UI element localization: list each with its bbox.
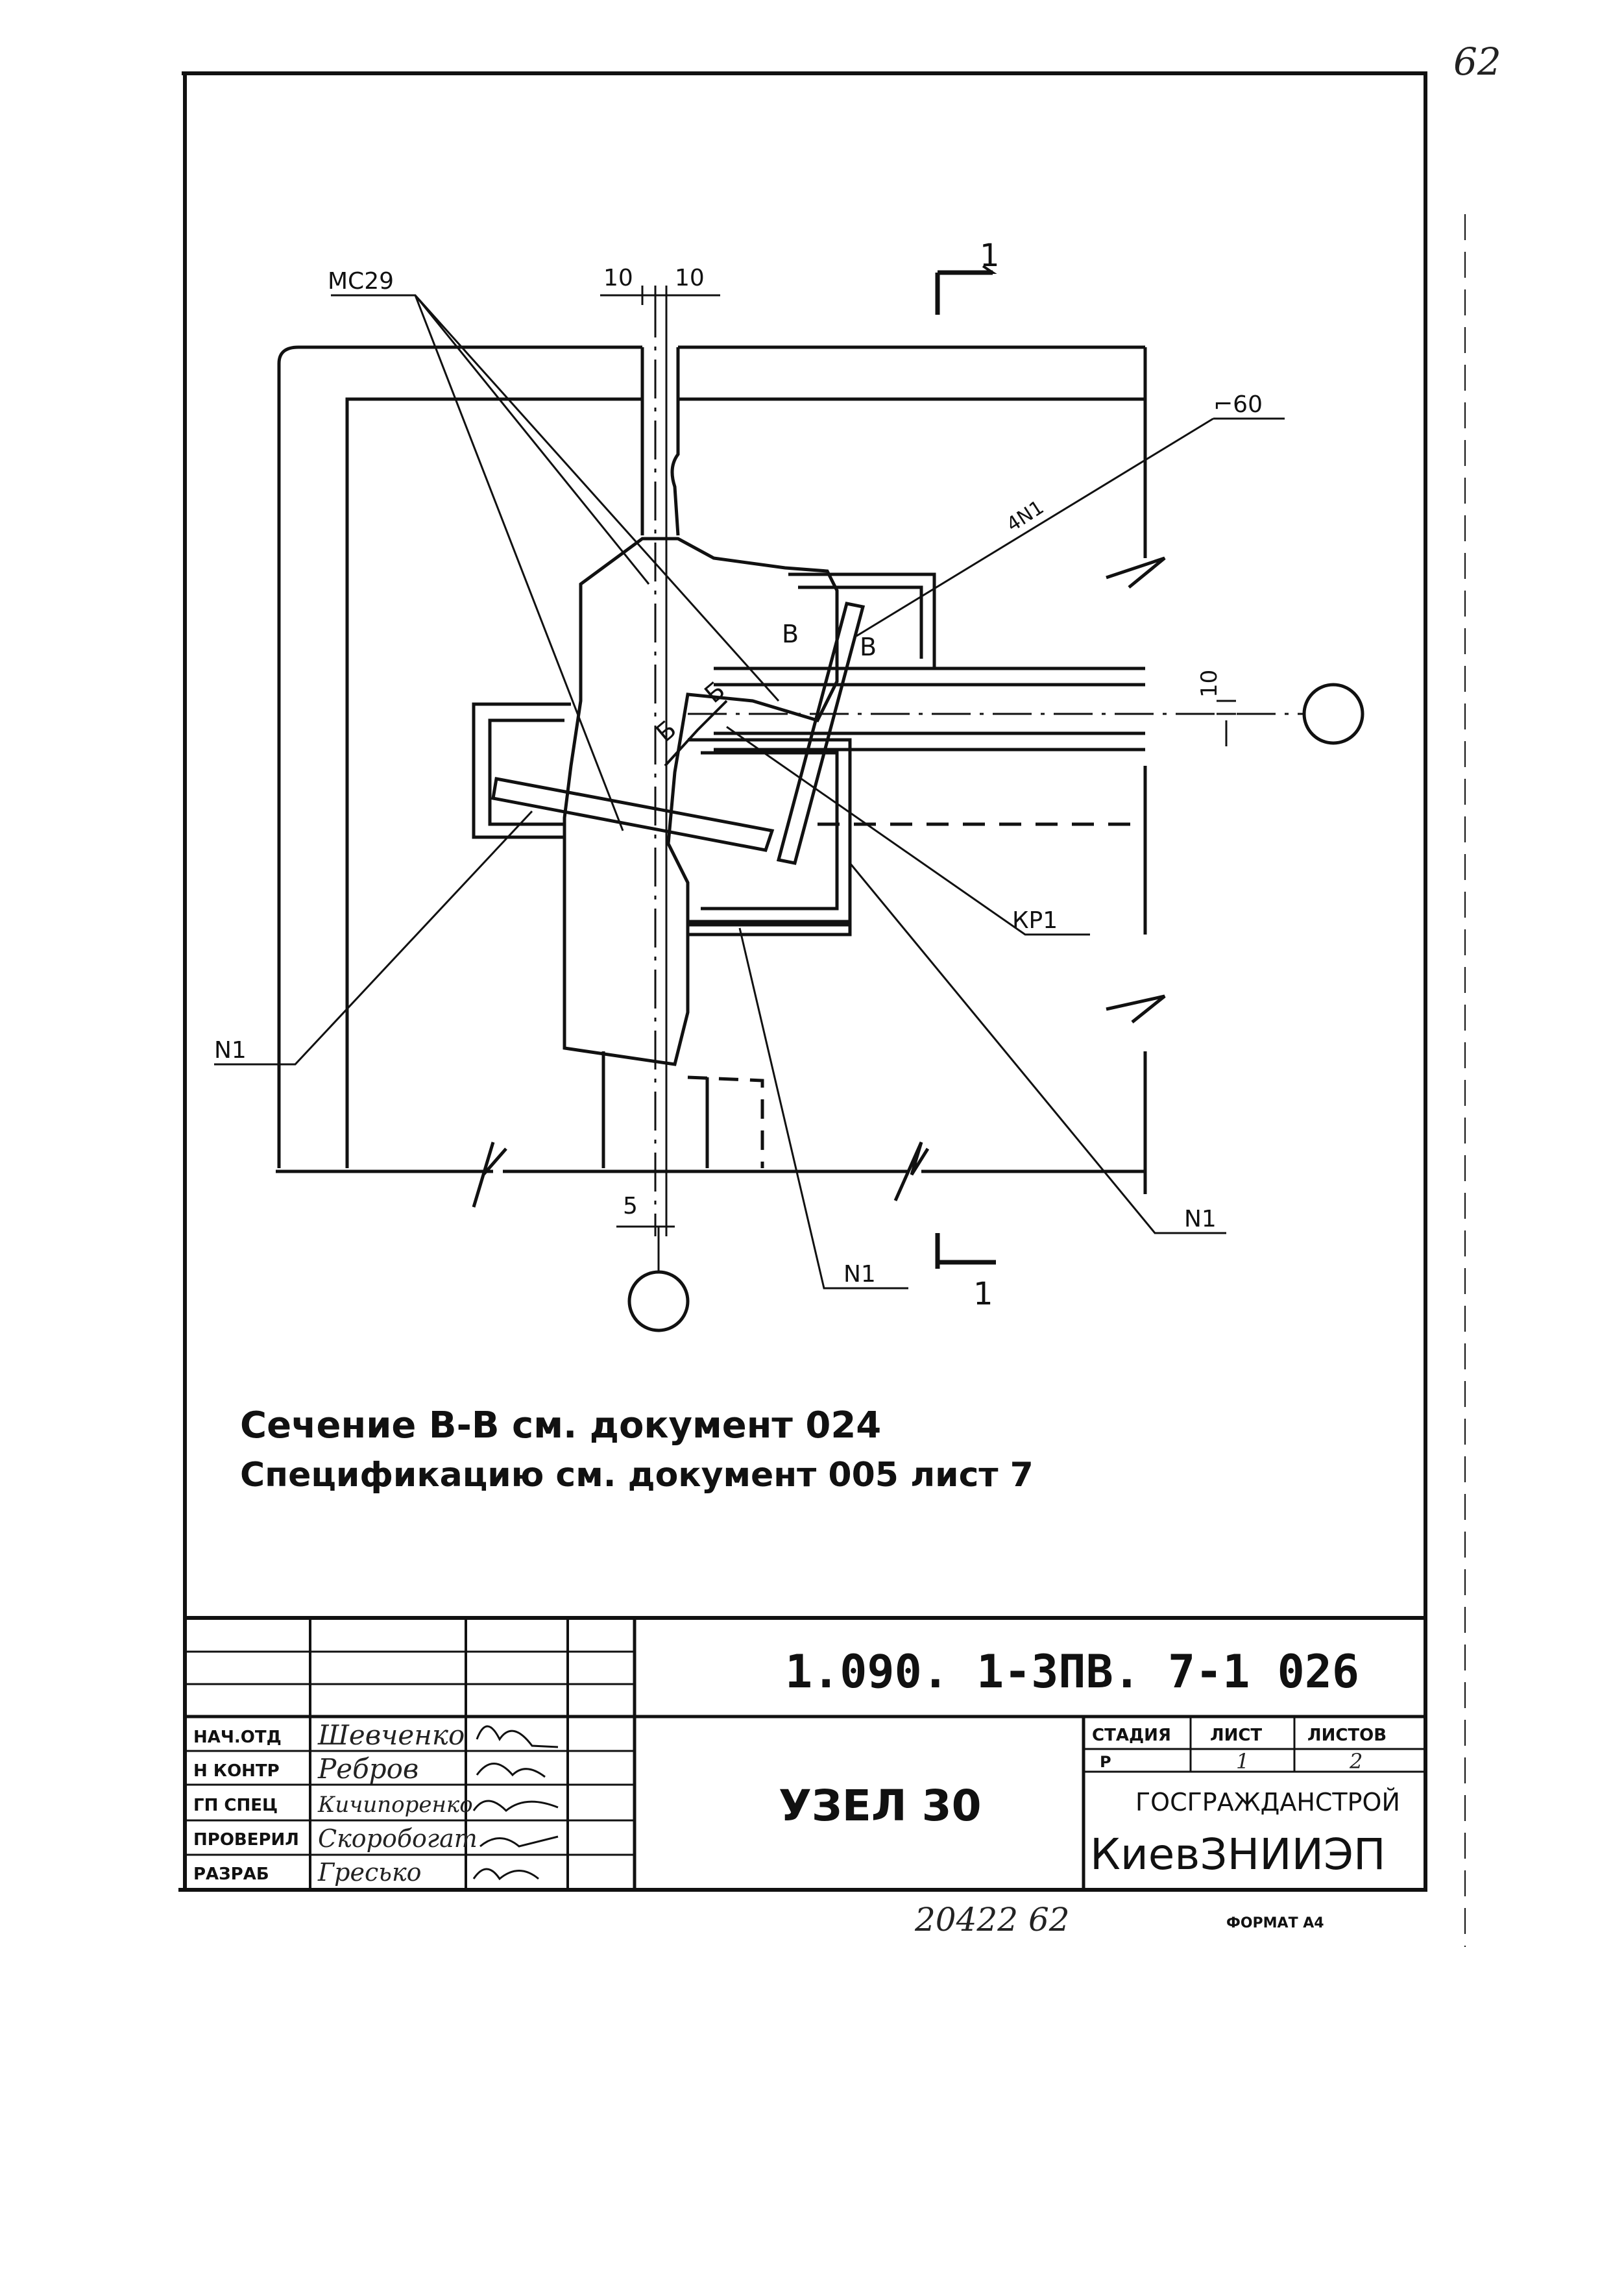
- sheet-value: 1: [1236, 1749, 1249, 1774]
- label-4n1: 4N1: [1002, 496, 1048, 536]
- note-specification: Спецификацию см. документ 005 лист 7: [240, 1456, 1034, 1495]
- stage-value: Р: [1100, 1753, 1111, 1771]
- name-2: Кичипоренко: [317, 1792, 473, 1818]
- dim-bottom: 5: [623, 1193, 638, 1219]
- dim-top-left: 10: [603, 265, 633, 291]
- role-3: ПРОВЕРИЛ: [193, 1830, 299, 1850]
- name-4: Гресько: [317, 1858, 422, 1887]
- section-mark-top: 1: [980, 238, 1000, 274]
- sheet-frame: [178, 71, 1466, 1947]
- role-4: РАЗРАБ: [193, 1865, 269, 1884]
- signature-strokes: [472, 1725, 559, 1881]
- title-block: НАЧ.ОТД Шевченко Н КОНТР Ребров ГП СПЕЦ …: [185, 1616, 1425, 1890]
- sheet-header: ЛИСТ: [1210, 1726, 1262, 1745]
- role-2: ГП СПЕЦ: [193, 1796, 278, 1815]
- note-section: Сечение В-В см. документ 024: [240, 1404, 881, 1447]
- sheets-header: ЛИСТОВ: [1307, 1726, 1387, 1745]
- label-kp1: КР1: [1012, 907, 1058, 934]
- label-b-left: В: [782, 620, 799, 648]
- inventory-number: 20422 62: [914, 1901, 1070, 1938]
- label-n1-left: N1: [214, 1037, 247, 1064]
- sheets-value: 2: [1349, 1749, 1363, 1774]
- name-3: Скоробогат: [318, 1824, 478, 1853]
- dim-right: 10: [1196, 670, 1222, 698]
- dim-top-right: 10: [675, 265, 705, 291]
- label-angle-60: ⌐60: [1213, 391, 1263, 418]
- section-mark-bottom: 1: [973, 1276, 993, 1312]
- role-0: НАЧ.ОТД: [193, 1728, 282, 1747]
- drawing-name: УЗЕЛ 30: [779, 1781, 982, 1831]
- organization-line-2: КиевЗНИИЭП: [1090, 1829, 1386, 1879]
- node-drawing: [214, 265, 1364, 1332]
- notes: Сечение В-В см. документ 024 Спецификаци…: [240, 1404, 1034, 1495]
- format-label: ФОРМАТ А4: [1226, 1915, 1324, 1931]
- label-n1-right: N1: [1184, 1206, 1217, 1232]
- stage-header: СТАДИЯ: [1092, 1726, 1171, 1745]
- page-number: 62: [1453, 40, 1501, 84]
- document-code: 1.090. 1-3ПВ. 7-1 026: [785, 1645, 1359, 1698]
- label-n1-bottom: N1: [843, 1261, 876, 1288]
- label-b-diag: Б: [699, 676, 731, 708]
- footer: 20422 62 ФОРМАТ А4: [914, 1901, 1324, 1938]
- name-0: Шевченко: [317, 1719, 465, 1751]
- role-1: Н КОНТР: [193, 1761, 280, 1781]
- name-1: Ребров: [317, 1753, 418, 1785]
- label-mc29: МС29: [328, 268, 394, 295]
- label-b-right: В: [860, 633, 877, 661]
- organization-line-1: ГОСГРАЖДАНСТРОЙ: [1135, 1788, 1400, 1816]
